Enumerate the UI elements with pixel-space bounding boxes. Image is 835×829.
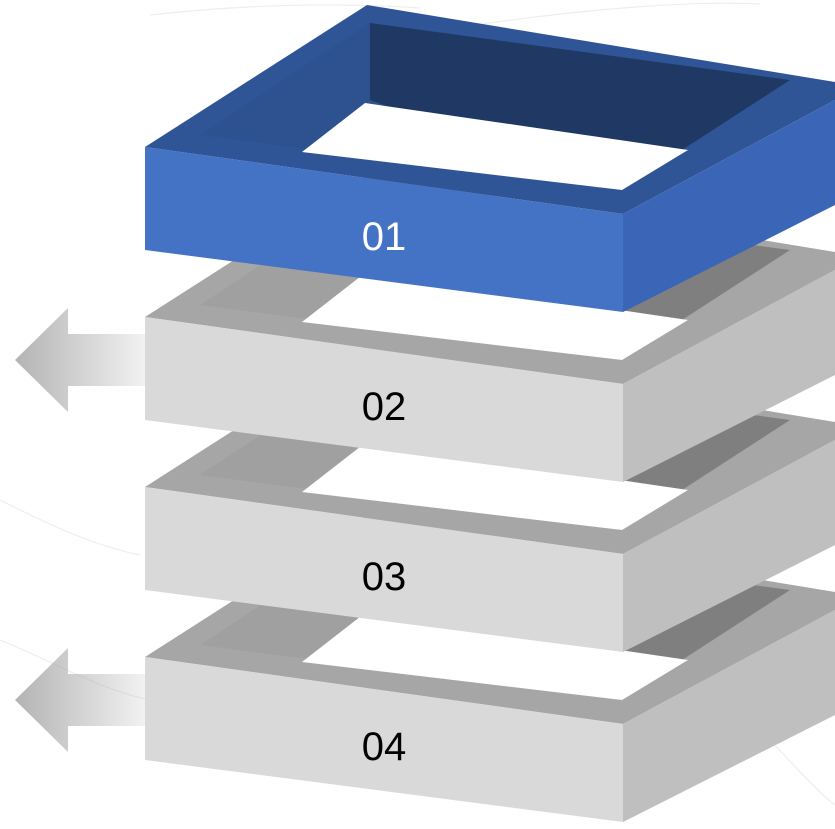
frame-hole <box>302 103 688 190</box>
frame-front-face <box>145 317 623 482</box>
frame-front-face <box>145 487 623 652</box>
layer-stack: 04 03 02 01 <box>15 5 835 822</box>
layer-label: 04 <box>362 725 407 769</box>
frame-side-face <box>623 440 835 652</box>
frame-front-face <box>145 657 623 822</box>
layer-label: 01 <box>362 215 407 259</box>
left-arrow-icon <box>15 308 145 412</box>
layer-01: 01 <box>145 5 835 312</box>
layer-label: 03 <box>362 555 407 599</box>
frame-side-face <box>623 100 835 312</box>
frame-hole <box>302 443 688 530</box>
frame-front-face <box>145 147 623 312</box>
frame-hole <box>302 613 688 700</box>
frame-side-face <box>623 270 835 482</box>
frame-side-face <box>623 610 835 822</box>
layer-label: 02 <box>362 385 407 429</box>
frame-inner-shadow <box>370 23 790 190</box>
left-arrow-icon <box>15 648 145 752</box>
frame-hole <box>302 273 688 360</box>
